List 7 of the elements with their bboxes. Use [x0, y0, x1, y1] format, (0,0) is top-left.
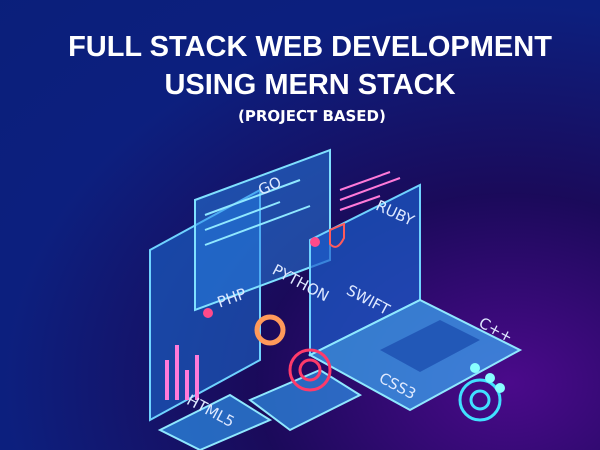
language-label: CSS3 [376, 370, 419, 402]
language-label: C++ [476, 314, 516, 346]
title: FULL STACK WEB DEVELOPMENT USING MERN STACK [67, 30, 553, 103]
language-label: RUBY [374, 197, 417, 229]
subtitle: (PROJECT BASED) [238, 108, 386, 124]
language-label: GO [256, 174, 284, 198]
language-label: PHP [215, 285, 248, 311]
